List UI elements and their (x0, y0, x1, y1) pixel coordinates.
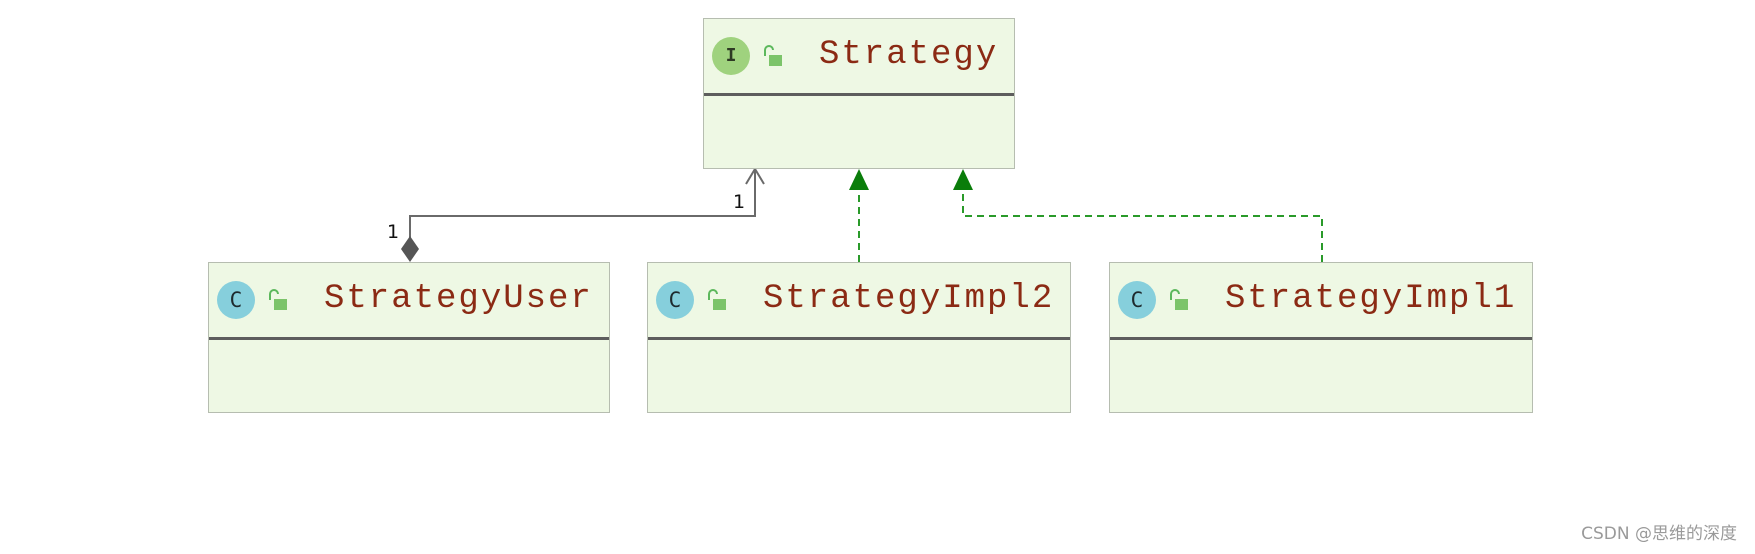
multiplicity-target: 1 (733, 191, 745, 213)
composition-diamond (401, 236, 419, 262)
association-line (409, 170, 756, 240)
composition-relation: 1 1 (387, 167, 765, 262)
class-badge-icon: C (656, 281, 694, 319)
class-box-strategy[interactable]: I Strategy (703, 18, 1015, 169)
class-name: Strategy (819, 36, 999, 74)
realization-arrowhead (849, 169, 869, 190)
class-header: C StrategyImpl1 (1110, 263, 1532, 340)
realization-arrowhead (953, 169, 973, 190)
class-header: C StrategyUser (209, 263, 609, 340)
interface-badge-icon: I (712, 37, 750, 75)
unlocked-lock-icon (708, 289, 726, 310)
unlocked-lock-icon (1170, 289, 1188, 310)
realization-relation-impl1 (953, 169, 1323, 262)
class-header: C StrategyImpl2 (648, 263, 1070, 340)
class-name: StrategyUser (324, 280, 593, 318)
navigation-arrowhead (745, 167, 765, 185)
realization-relation-impl2 (849, 169, 869, 262)
class-box-strategy-impl2[interactable]: C StrategyImpl2 (647, 262, 1071, 413)
class-name: StrategyImpl2 (763, 280, 1055, 318)
class-badge-icon: C (217, 281, 255, 319)
class-header: I Strategy (704, 19, 1014, 96)
class-badge-icon: C (1118, 281, 1156, 319)
realization-line (962, 186, 1323, 262)
multiplicity-source: 1 (387, 221, 399, 243)
class-name: StrategyImpl1 (1225, 280, 1517, 318)
class-box-strategy-user[interactable]: C StrategyUser (208, 262, 610, 413)
unlocked-lock-icon (269, 289, 287, 310)
unlocked-lock-icon (764, 45, 782, 66)
class-box-strategy-impl1[interactable]: C StrategyImpl1 (1109, 262, 1533, 413)
watermark: CSDN @思维的深度 (1581, 524, 1737, 544)
